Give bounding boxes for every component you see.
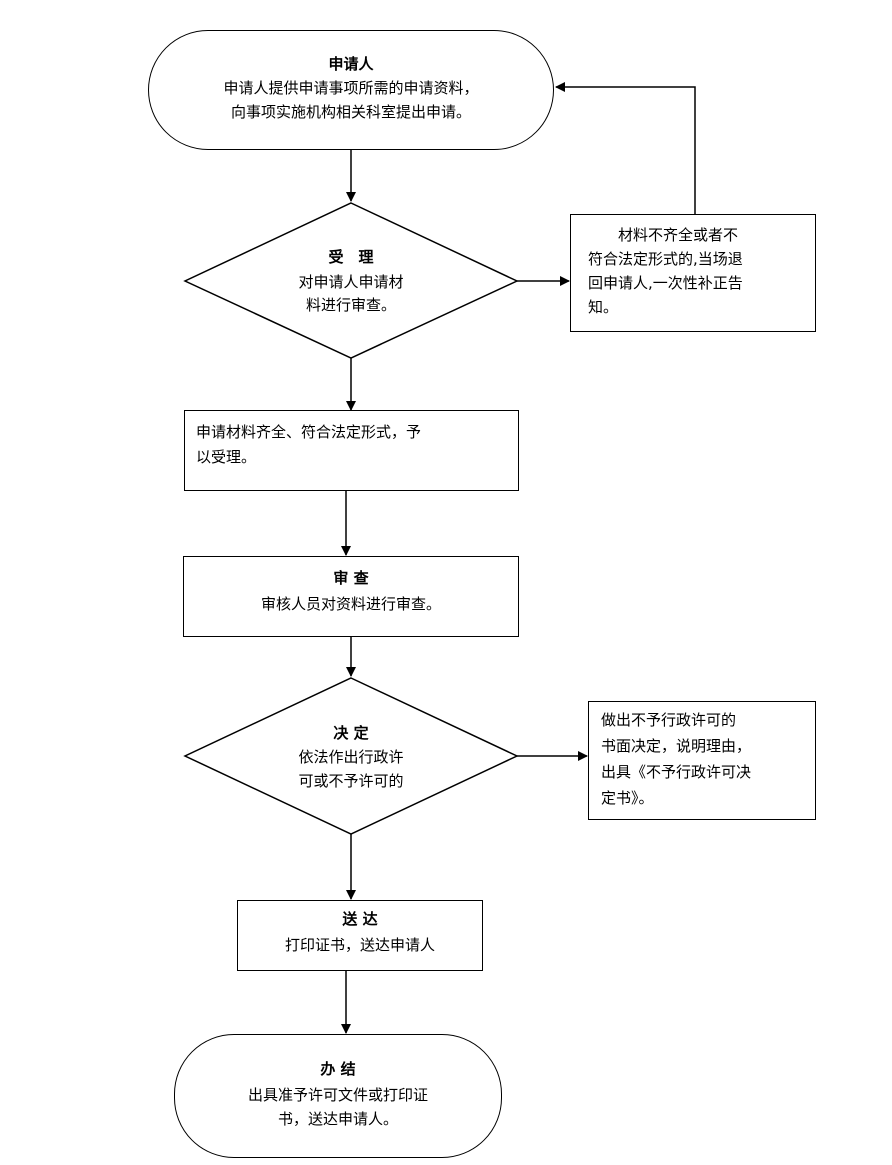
accept-line-2: 料进行审查。 <box>305 296 396 314</box>
applicant-title: 申请人 <box>328 55 374 73</box>
deny-box <box>588 701 816 820</box>
finish-line-2: 书，送达申请人。 <box>277 1110 398 1128</box>
arrow-reject-to-applicant <box>555 82 696 214</box>
applicant-line-1: 申请人提供申请事项所需的申请资料， <box>223 79 479 97</box>
deliver-box <box>237 900 483 971</box>
accepted-line-1: 申请材料齐全、符合法定形式，予 <box>196 423 422 441</box>
deny-line-4: 定书》。 <box>601 789 654 807</box>
finish-title: 办 结 <box>320 1060 356 1078</box>
reject-line-3: 回申请人,一次性补正告 <box>588 274 743 292</box>
applicant-line-2: 向事项实施机构相关科室提出申请。 <box>230 103 471 121</box>
review-title: 审 查 <box>333 569 369 587</box>
review-box <box>183 556 519 637</box>
accepted-box <box>184 410 519 491</box>
reject-line-1: 材料不齐全或者不 <box>588 226 739 244</box>
review-line-1: 审核人员对资料进行审查。 <box>260 595 441 613</box>
decision-title: 决 定 <box>333 724 369 742</box>
deliver-line-1: 打印证书，送达申请人 <box>284 936 435 954</box>
accept-line-1: 对申请人申请材 <box>298 273 404 291</box>
finish-line-1: 出具准予许可文件或打印证 <box>247 1086 428 1104</box>
finish-node <box>174 1034 502 1158</box>
accept-title: 受 理 <box>328 248 374 266</box>
decision-line-2: 可或不予许可的 <box>298 772 404 790</box>
deliver-title: 送 达 <box>342 910 378 928</box>
reject-materials-box <box>570 214 816 332</box>
applicant-node <box>148 30 554 150</box>
reject-line-2: 符合法定形式的,当场退 <box>588 250 743 268</box>
decision-line-1: 依法作出行政许 <box>298 748 404 766</box>
deny-line-1: 做出不予行政许可的 <box>601 711 737 729</box>
reject-line-4: 知。 <box>588 298 619 316</box>
accepted-line-2: 以受理。 <box>196 448 257 466</box>
deny-line-3: 出具《不予行政许可决 <box>601 763 752 781</box>
deny-line-2: 书面决定，说明理由， <box>601 737 752 755</box>
